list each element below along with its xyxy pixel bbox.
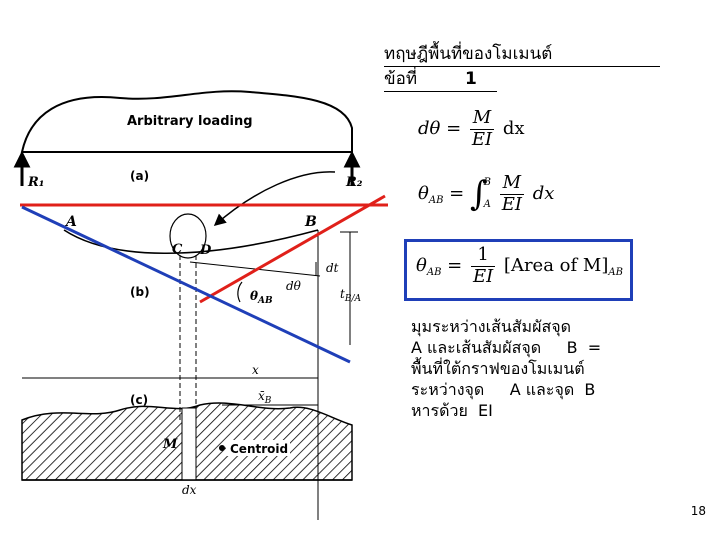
tangent-blue-line: [21, 205, 351, 364]
eq3-lhs: θ: [416, 255, 427, 277]
slide-title: ทฤษฎีพื้นที่ของโมเมนต์ ข้อที่ 1: [384, 42, 660, 92]
eq3-lhs-sub: AB: [426, 267, 442, 279]
desc-line-3: พื้นที่ใต้กราฟของโมเมนต์: [411, 359, 585, 378]
eq2-upper: B: [483, 177, 492, 188]
xb-label: x̄B: [258, 389, 272, 406]
centroid-label: Centroid: [230, 442, 288, 456]
eq2-lower: A: [483, 199, 491, 210]
title-line2: ข้อที่ 1: [384, 67, 497, 92]
label-b: (b): [130, 285, 150, 299]
eq1-tail: dx: [502, 118, 525, 140]
eq3-num: 1: [470, 244, 496, 267]
eq2-tail: dx: [532, 183, 555, 204]
point-d: D: [199, 243, 212, 258]
r2-arrow: [343, 150, 361, 186]
eq3-den: EI: [472, 265, 494, 287]
point-a: A: [64, 214, 77, 230]
elastic-curve: [63, 229, 319, 255]
r1-arrow: [13, 150, 31, 186]
moment-strip: [181, 407, 197, 481]
desc-line-2: A และเส้นสัมผัสจุด B =: [411, 338, 602, 357]
dtheta-label: dθ: [286, 279, 302, 293]
eq2-lhs-sub: AB: [428, 195, 444, 206]
load-curve: [20, 90, 353, 153]
title-line2-text: ข้อที่: [384, 69, 418, 89]
dt-label: dt: [326, 261, 339, 275]
integral-sign: ∫: [469, 174, 488, 214]
title-number: 1: [465, 69, 477, 89]
r1-label: R₁: [27, 175, 45, 190]
beam-deflection-figure: Arbitrary loading R₁ R₂ (a) A B C D dt d…: [13, 90, 388, 520]
eq3-bracket: Area of M: [510, 255, 602, 277]
centroid-label-bg: [226, 440, 290, 456]
detail-bubble: [169, 213, 207, 259]
point-c: C: [172, 242, 183, 257]
description-text: มุมระหว่างเส้นสัมผัสจุด A และเส้นสัมผัสจ…: [411, 316, 711, 421]
tangent-red-slant: [199, 194, 386, 304]
eq1-den: EI: [471, 128, 493, 150]
theta-label: θAB: [250, 289, 273, 306]
arbitrary-loading-label: Arbitrary loading: [127, 114, 253, 129]
dx-label: dx: [182, 483, 197, 497]
desc-line-1: มุมระหว่างเส้นสัมผัสจุด: [411, 317, 571, 336]
eq2-lhs: θ: [418, 183, 429, 204]
pointer-arrow: [213, 171, 336, 226]
tba-label: tB/A: [340, 287, 361, 304]
title-line1: ทฤษฎีพื้นที่ของโมเมนต์: [384, 42, 660, 67]
r2-label: R₂: [345, 175, 363, 190]
label-a: (a): [130, 169, 149, 183]
highlight-box: [404, 239, 633, 301]
eq1-num: M: [469, 107, 495, 130]
eq1-lhs: dθ: [418, 118, 441, 140]
label-c: (c): [130, 393, 148, 407]
m-label: M: [162, 437, 178, 452]
point-b: B: [304, 214, 317, 230]
page-number: 18: [690, 504, 706, 518]
x-label: x: [252, 363, 259, 377]
eq3-bracket-sub: AB: [608, 267, 623, 279]
eq2-den: EI: [501, 193, 523, 215]
desc-line-4: ระหว่างจุด A และจุด B: [411, 380, 596, 399]
eq2-num: M: [499, 172, 525, 195]
centroid-dot: [219, 445, 225, 451]
desc-line-5: หารด้วย EI: [411, 401, 493, 420]
theta-arc: [237, 281, 243, 303]
